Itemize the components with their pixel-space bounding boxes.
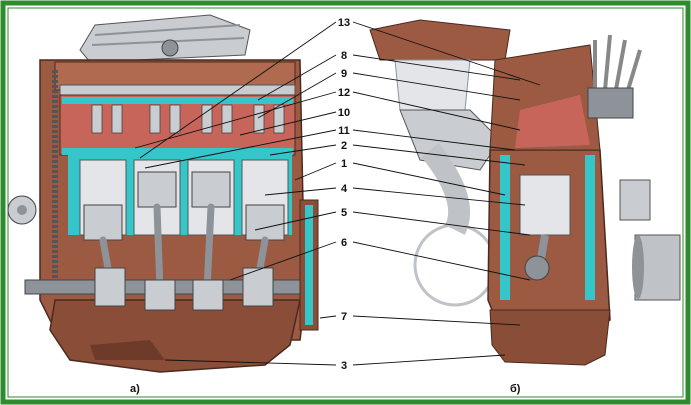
callout-1: 1 <box>341 158 347 170</box>
callout-8: 8 <box>341 50 347 62</box>
oil-pan-b <box>489 309 611 366</box>
oil-pan <box>49 299 301 373</box>
camshaft <box>59 84 296 96</box>
callout-12: 12 <box>338 87 350 99</box>
callout-3: 3 <box>341 360 347 372</box>
view-b-cross-section <box>369 19 681 366</box>
callout-7: 7 <box>341 311 347 323</box>
caption-view-b: б) <box>510 383 521 395</box>
callout-5: 5 <box>341 207 347 219</box>
filter-cap-nut <box>161 39 179 57</box>
distributor <box>587 87 634 119</box>
crank-pin-b <box>524 255 550 281</box>
inner-frame <box>7 7 684 398</box>
piston-b <box>519 174 571 236</box>
crank-webs <box>94 267 274 311</box>
leader-lines <box>134 21 541 366</box>
ignition-wires <box>593 34 642 101</box>
valve-springs <box>91 104 285 134</box>
callout-labels: 13 8 9 12 10 11 2 1 4 5 6 7 3 <box>338 17 350 372</box>
pistons <box>83 171 285 241</box>
callout-13: 13 <box>338 17 350 29</box>
callout-4: 4 <box>341 183 348 195</box>
carburetor-body <box>394 59 471 111</box>
callout-10: 10 <box>338 107 350 119</box>
oil-pan-bottom <box>90 340 165 360</box>
callout-11: 11 <box>338 125 350 137</box>
callout-6: 6 <box>341 237 347 249</box>
callout-2: 2 <box>341 140 347 152</box>
fuel-pump <box>619 179 651 221</box>
view-a-longitudinal-section <box>7 14 319 373</box>
caption-view-a: а) <box>130 383 140 395</box>
air-filter-b <box>369 19 511 61</box>
callout-9: 9 <box>341 68 347 80</box>
combustion-chamber-b <box>515 95 590 148</box>
air-duct-ring <box>413 223 497 307</box>
